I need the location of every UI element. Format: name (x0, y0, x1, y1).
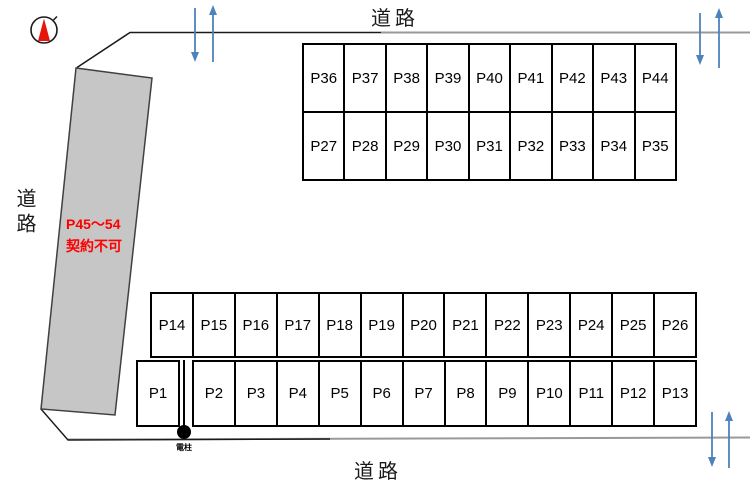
parking-cell: P15 (191, 294, 234, 356)
parking-cell: P9 (485, 362, 527, 425)
parking-cell: P37 (343, 45, 384, 111)
parking-cell: P23 (527, 294, 569, 356)
parking-cell: P20 (401, 294, 444, 356)
compass-circle (30, 16, 58, 44)
restricted-area-label: P45～54 契約不可 (66, 213, 122, 257)
p1-parking-block: P1 (136, 360, 180, 427)
parking-cell: P8 (443, 362, 486, 425)
north-compass-icon (30, 15, 58, 44)
parking-cell: P44 (633, 45, 675, 111)
parking-cell: P12 (611, 362, 653, 425)
parking-cell: P41 (509, 45, 550, 111)
parking-cell: P1 (148, 385, 168, 402)
parking-cell: P36 (310, 69, 338, 87)
parking-cell: P7 (401, 362, 444, 425)
road-label-top: 道路 (371, 8, 419, 30)
parking-cell: P25 (611, 294, 653, 356)
parking-cell: P14 (158, 316, 186, 334)
road-label-bottom: 道路 (354, 461, 402, 483)
parking-cell: P39 (426, 45, 467, 111)
parking-cell: P42 (550, 45, 592, 111)
arrow-down-top-right-head (696, 55, 704, 65)
parking-cell: P19 (359, 294, 402, 356)
restricted-area-note: 契約不可 (66, 238, 122, 254)
restricted-area-range: P45～54 (66, 216, 121, 232)
parking-cell: P34 (592, 113, 633, 179)
compass-needle (38, 18, 50, 41)
utility-pole-dot (177, 425, 191, 439)
parking-cell: P22 (485, 294, 527, 356)
utility-pole-label: 電柱 (176, 443, 192, 452)
parking-cell: P17 (275, 294, 318, 356)
parking-cell: P5 (317, 362, 360, 425)
parking-cell: P35 (633, 113, 675, 179)
arrow-down-bottom-right-head (708, 457, 716, 467)
arrow-down-top-left-head (191, 52, 199, 62)
arrow-up-bottom-right-head (725, 411, 733, 421)
parking-cell: P33 (550, 113, 592, 179)
parking-cell: P40 (467, 45, 509, 111)
compass-tick (52, 15, 58, 21)
boundary-line-bottom-gray (67, 436, 750, 441)
parking-cell: P28 (343, 113, 384, 179)
parking-cell: P16 (233, 294, 276, 356)
parking-cell: P2 (204, 385, 224, 402)
parking-cell: P30 (426, 113, 467, 179)
road-label-left: 道路 (13, 188, 35, 238)
parking-cell: P24 (569, 294, 611, 356)
parking-cell: P11 (569, 362, 611, 425)
parking-cell: P21 (443, 294, 485, 356)
parking-cell: P10 (527, 362, 569, 425)
parking-cell: P38 (384, 45, 426, 111)
parking-cell: P3 (233, 362, 276, 425)
parking-cell: P18 (317, 294, 360, 356)
arrow-up-top-left-head (209, 5, 217, 15)
parking-cell: P13 (653, 362, 695, 425)
parking-cell: P4 (275, 362, 318, 425)
parking-cell: P43 (592, 45, 633, 111)
arrow-up-top-right-head (715, 8, 723, 18)
parking-cell: P27 (310, 137, 338, 155)
parking-cell: P32 (509, 113, 550, 179)
parking-cell: P31 (467, 113, 509, 179)
parking-cell: P29 (384, 113, 426, 179)
parking-cell: P26 (653, 294, 695, 356)
parking-cell: P6 (359, 362, 402, 425)
